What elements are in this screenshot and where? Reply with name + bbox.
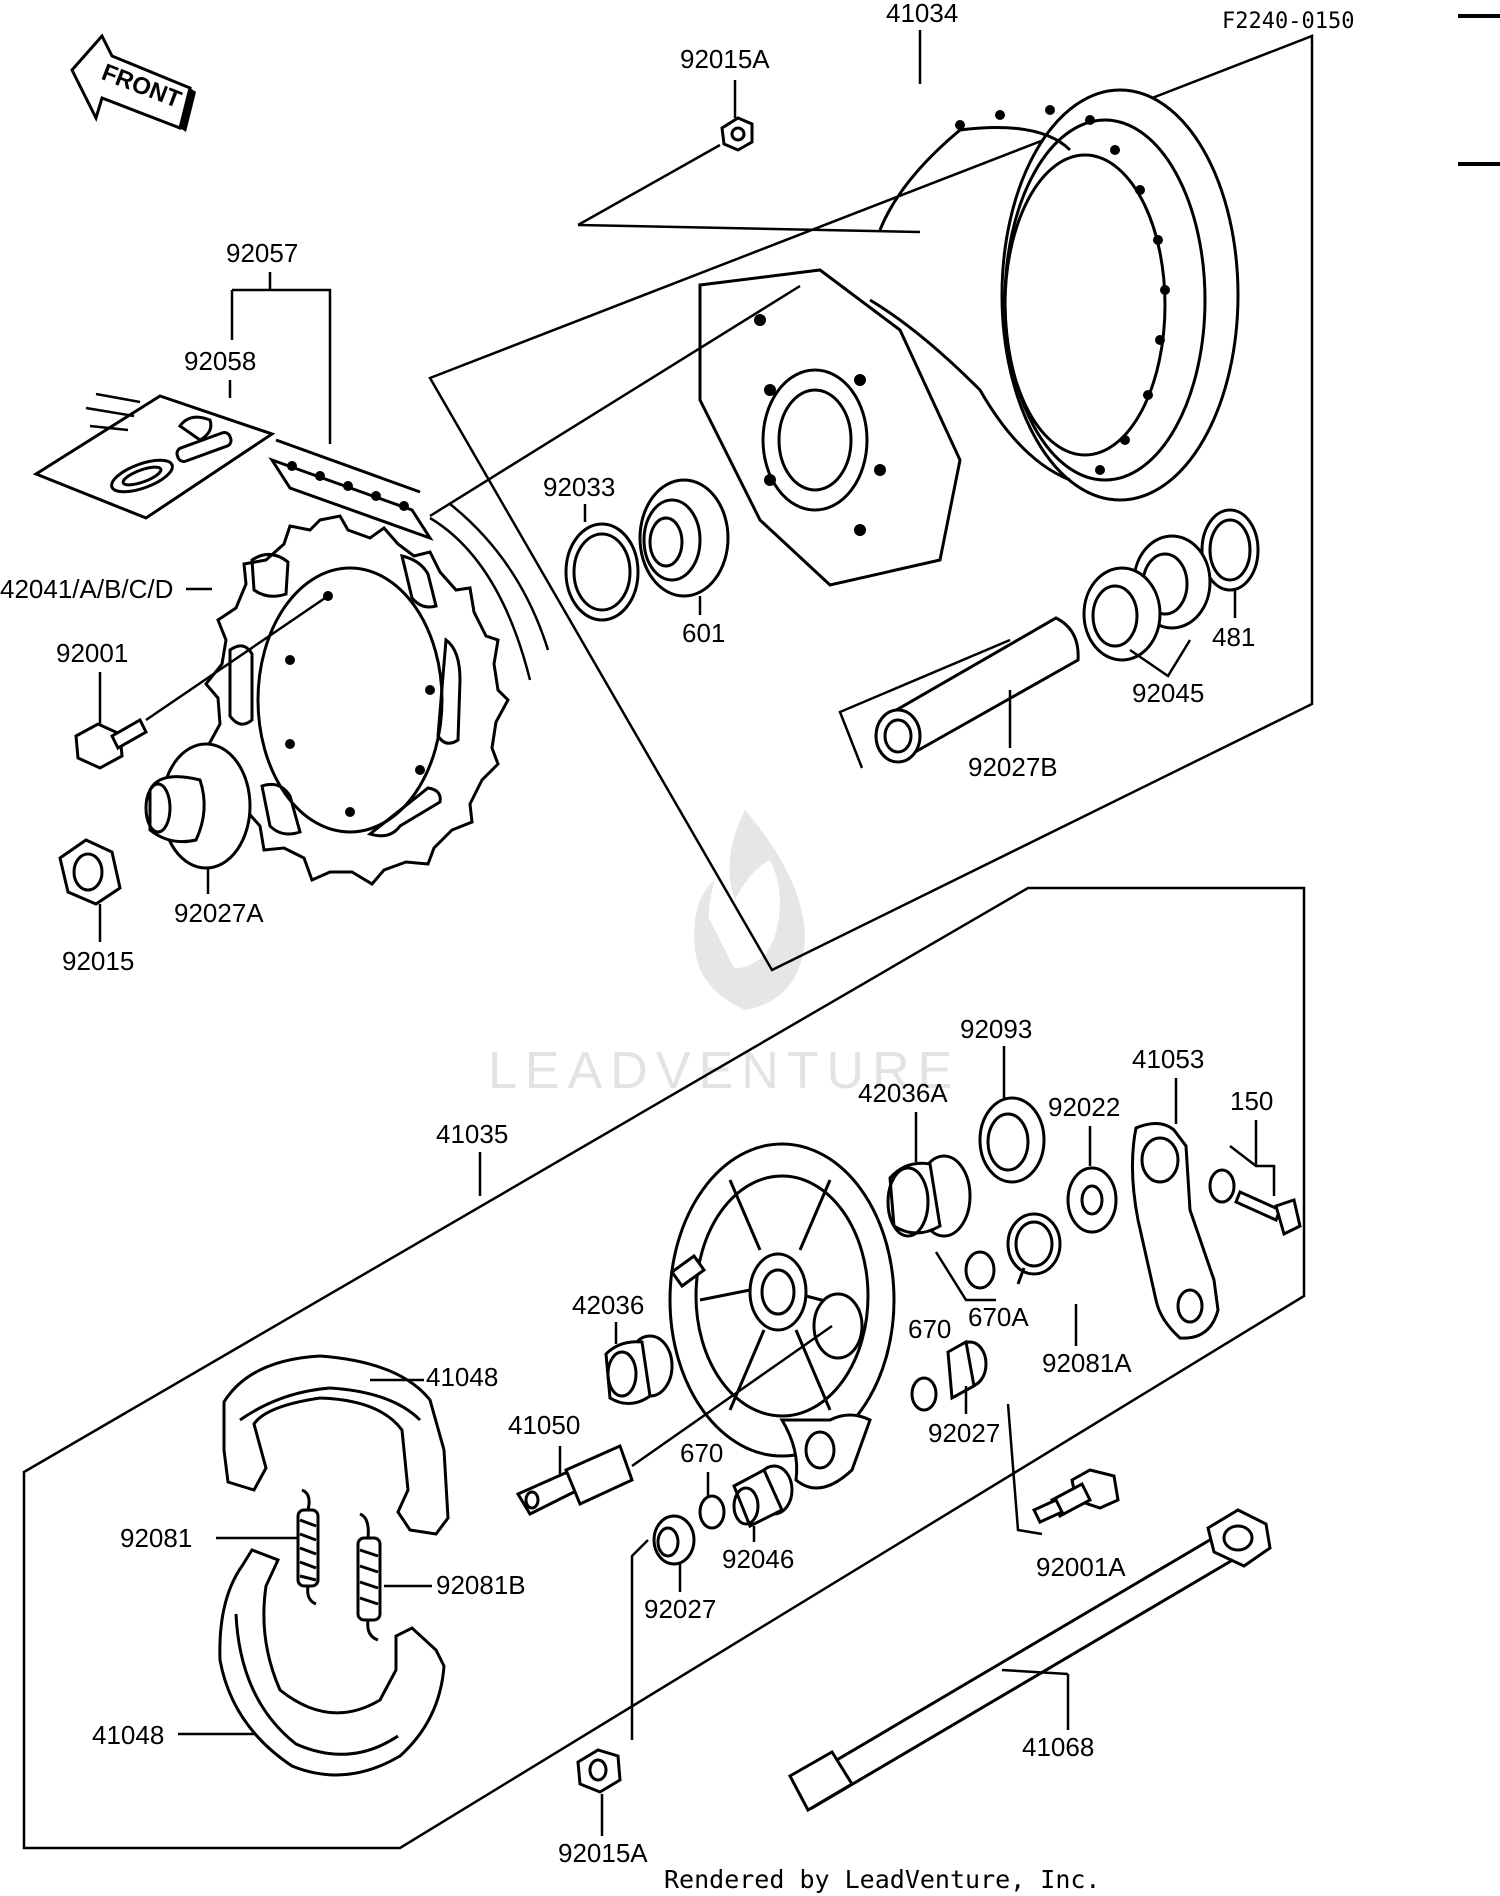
label-92001A: 92001A <box>1036 1552 1126 1582</box>
guide-41050 <box>631 1324 833 1468</box>
bracket-92057 <box>232 288 332 444</box>
watermark: LEADVENTURE <box>488 810 960 1100</box>
o-ring-670-top <box>910 1376 938 1412</box>
label-601: 601 <box>682 618 725 648</box>
label-92046: 92046 <box>722 1544 794 1574</box>
label-41034: 41034 <box>886 0 958 28</box>
seal-42036A <box>886 1154 972 1238</box>
bearings-92045 <box>1082 534 1212 662</box>
figure-id: F2240-0150 <box>1222 9 1354 34</box>
label-92033: 92033 <box>543 472 615 502</box>
washer-92022 <box>1066 1166 1118 1234</box>
label-92027-mid: 92027 <box>928 1418 1000 1448</box>
bushing-92046 <box>732 1464 794 1529</box>
rear-sprocket-42041 <box>204 514 510 886</box>
label-92081A: 92081A <box>1042 1348 1132 1378</box>
spring-92081A <box>1006 1212 1062 1285</box>
bolt-92001 <box>74 717 148 770</box>
front-arrow-icon: FRONT <box>70 33 196 132</box>
label-670-top: 670 <box>908 1314 951 1344</box>
label-92081B: 92081B <box>436 1570 526 1600</box>
bracket-92027B <box>838 638 1011 769</box>
guide-92015A-top <box>577 143 721 227</box>
label-92015: 92015 <box>62 946 134 976</box>
o-ring-670-bottom <box>698 1494 726 1530</box>
label-92022: 92022 <box>1048 1092 1120 1122</box>
label-92045: 92045 <box>1132 678 1204 708</box>
watermark-text: LEADVENTURE <box>488 1042 960 1100</box>
label-41048-top: 41048 <box>426 1362 498 1392</box>
brake-cam-lever-41053 <box>1130 1122 1220 1340</box>
label-92015A-top: 92015A <box>680 44 770 74</box>
spacer-92027A <box>144 742 252 870</box>
label-42041: 42041/A/B/C/D <box>0 574 173 604</box>
label-92015A-bottom: 92015A <box>558 1838 648 1868</box>
label-92001: 92001 <box>56 638 128 668</box>
brake-panel <box>668 1142 896 1490</box>
label-41050: 41050 <box>508 1410 580 1440</box>
bearing-601 <box>638 478 730 598</box>
guide-41068 <box>1001 1668 1069 1676</box>
rear-hub-drum <box>869 88 1240 502</box>
collar-92027-mid <box>946 1339 988 1401</box>
label-92027-low: 92027 <box>644 1594 716 1624</box>
nut-92015 <box>58 838 122 906</box>
leader-92001A <box>1006 1403 1043 1536</box>
seal-92093 <box>978 1096 1046 1184</box>
bracket-150 <box>1229 1145 1276 1196</box>
brake-group-outline <box>22 886 1306 1850</box>
guide-chain-hub <box>429 284 801 518</box>
label-42036: 42036 <box>572 1290 644 1320</box>
label-150: 150 <box>1230 1086 1273 1116</box>
label-92027B: 92027B <box>968 752 1058 782</box>
label-41048-bottom: 41048 <box>92 1720 164 1750</box>
axle-41068 <box>787 1508 1272 1813</box>
bolt-150 <box>1208 1168 1302 1237</box>
nut-92015A-top <box>720 116 754 152</box>
brake-shoe-41048-top <box>222 1354 450 1536</box>
label-92058: 92058 <box>184 346 256 376</box>
spring-92081B <box>356 1512 382 1642</box>
guide-92001 <box>145 594 329 722</box>
spacer-92027B <box>874 616 1080 764</box>
label-41053: 41053 <box>1132 1044 1204 1074</box>
leader-670A <box>934 1251 996 1302</box>
o-ring-670A <box>964 1250 996 1290</box>
circlip-92033 <box>564 522 640 622</box>
label-41068: 41068 <box>1022 1732 1094 1762</box>
chain-joint-link-92058 <box>32 394 276 520</box>
footer-credit: Rendered by LeadVenture, Inc. <box>664 1865 1101 1894</box>
label-670-bottom: 670 <box>680 1438 723 1468</box>
label-670A: 670A <box>968 1302 1029 1332</box>
label-481: 481 <box>1212 622 1255 652</box>
brake-shoe-41048-bottom <box>218 1548 446 1777</box>
label-92093: 92093 <box>960 1014 1032 1044</box>
chain-motion-lines <box>85 392 550 681</box>
drive-chain-92057 <box>268 438 434 541</box>
label-41035: 41035 <box>436 1119 508 1149</box>
label-92027A: 92027A <box>174 898 264 928</box>
nut-92015A-bottom <box>576 1748 622 1794</box>
hub-group-outline <box>428 34 1314 972</box>
label-42036A: 42036A <box>858 1078 948 1108</box>
hub-flange <box>698 268 962 587</box>
label-92081: 92081 <box>120 1523 192 1553</box>
guide-92015A-bottom <box>630 1539 649 1740</box>
spring-92081 <box>296 1488 320 1606</box>
bolt-92001A <box>1031 1468 1120 1524</box>
guide-hub-stud <box>577 223 921 234</box>
collar-92027-low <box>652 1514 696 1566</box>
brake-cam-41050 <box>515 1443 634 1516</box>
circlip-481 <box>1200 508 1260 592</box>
label-92057: 92057 <box>226 238 298 268</box>
leader-92045 <box>1129 639 1192 678</box>
seal-42036 <box>604 1334 674 1405</box>
